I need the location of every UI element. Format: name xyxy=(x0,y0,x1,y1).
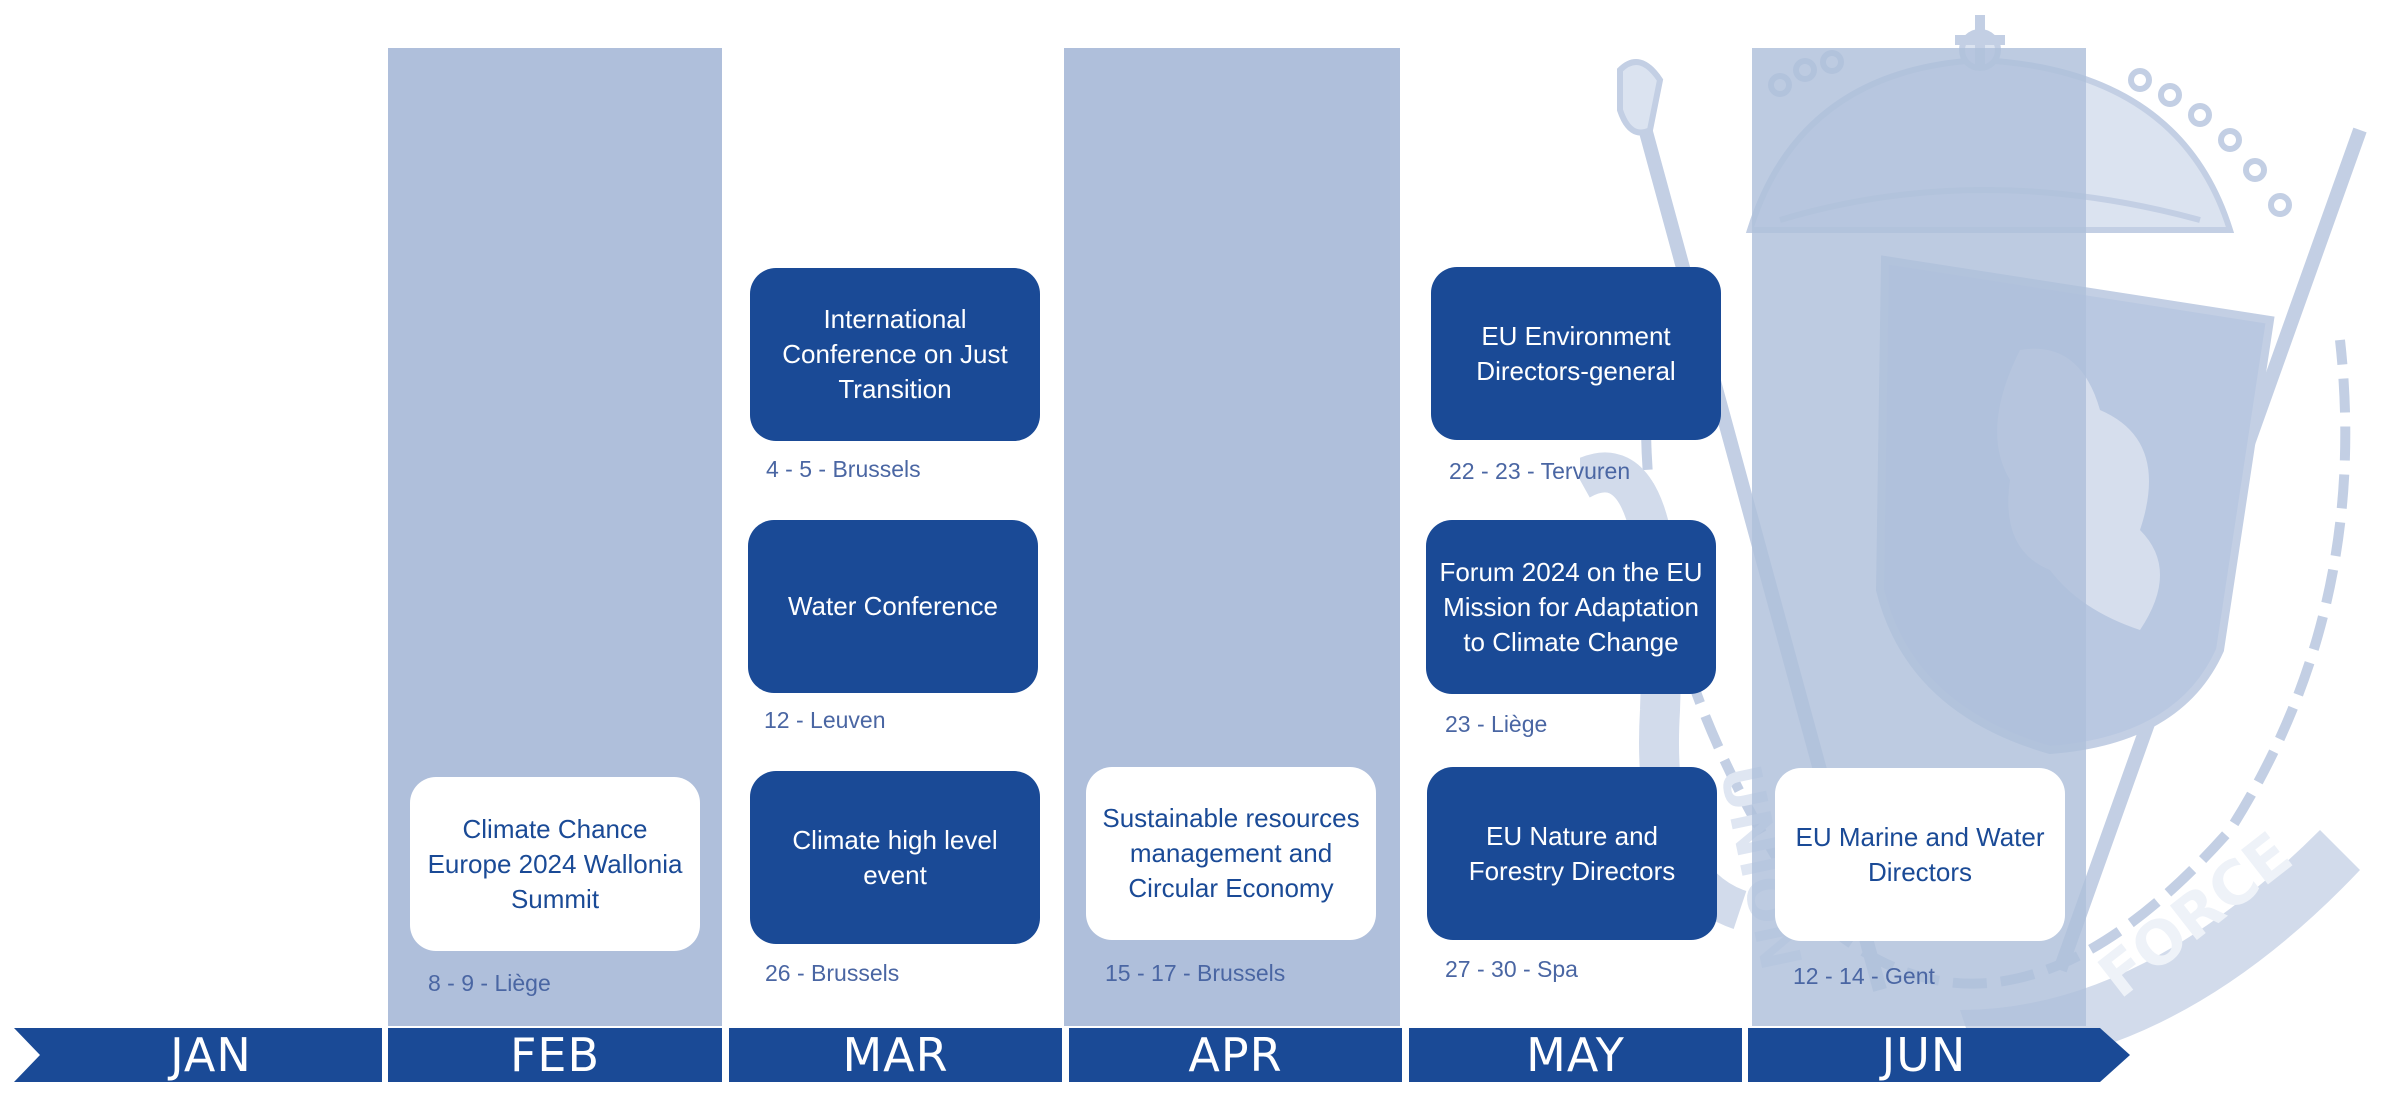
timeline-segment-jun xyxy=(1748,1028,2130,1082)
event-date-climate-high-level: 26 - Brussels xyxy=(765,960,900,986)
event-card-marine-water[interactable]: EU Marine and Water Directors xyxy=(1775,768,2065,941)
event-card-eu-mission-forum[interactable]: Forum 2024 on the EU Mission for Adaptat… xyxy=(1426,520,1716,694)
event-date-water-conference: 12 - Leuven xyxy=(764,707,886,733)
event-card-environment-directors[interactable]: EU Environment Directors-general xyxy=(1431,267,1721,440)
event-card-just-transition[interactable]: International Conference on Just Transit… xyxy=(750,268,1040,441)
month-label-apr: APR xyxy=(1188,1028,1283,1082)
timeline-segment-feb xyxy=(388,1028,722,1082)
event-card-climate-high-level[interactable]: Climate high level event xyxy=(750,771,1040,944)
event-date-nature-forestry: 27 - 30 - Spa xyxy=(1445,956,1578,982)
month-label-jun: JUN xyxy=(1881,1028,1967,1082)
timeline-segment-jan xyxy=(14,1028,382,1082)
timeline-segment-apr xyxy=(1069,1028,1402,1082)
month-label-feb: FEB xyxy=(509,1028,601,1082)
month-label-mar: MAR xyxy=(842,1028,949,1082)
timeline-segment-mar xyxy=(729,1028,1062,1082)
event-date-eu-mission-forum: 23 - Liège xyxy=(1445,711,1548,737)
event-date-just-transition: 4 - 5 - Brussels xyxy=(766,456,921,482)
month-label-jan: JAN xyxy=(170,1028,252,1082)
timeline-segment-may xyxy=(1409,1028,1742,1082)
month-label-may: MAY xyxy=(1526,1028,1625,1082)
event-card-nature-forestry[interactable]: EU Nature and Forestry Directors xyxy=(1427,767,1717,940)
event-date-climate-chance: 8 - 9 - Liège xyxy=(428,970,551,996)
event-card-circular-economy[interactable]: Sustainable resources management and Cir… xyxy=(1086,767,1376,940)
event-card-water-conference[interactable]: Water Conference xyxy=(748,520,1038,693)
event-date-circular-economy: 15 - 17 - Brussels xyxy=(1105,960,1286,986)
event-card-climate-chance[interactable]: Climate Chance Europe 2024 Wallonia Summ… xyxy=(410,777,700,951)
event-date-marine-water: 12 - 14 - Gent xyxy=(1793,963,1935,989)
event-date-environment-directors: 22 - 23 - Tervuren xyxy=(1449,458,1631,484)
